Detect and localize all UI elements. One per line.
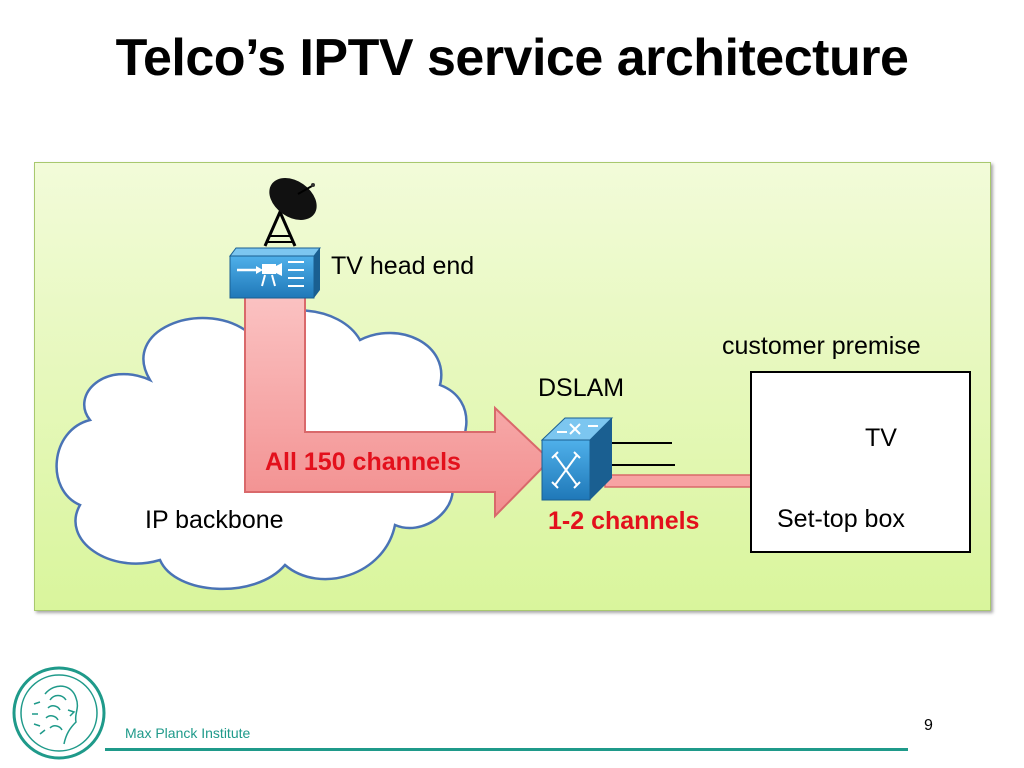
backbone-label: IP backbone [145,506,284,534]
footer-rule [105,748,908,751]
max-planck-logo [12,666,106,760]
institute-name: Max Planck Institute [125,725,251,741]
customer-premise-box [750,371,971,553]
dslam-lines [612,442,675,466]
multicast-flow-label: All 150 channels [265,448,461,476]
multicast-arrow [244,287,552,519]
customer-premise-label: customer premise [722,332,921,360]
unicast-flow-label: 1-2 channels [548,507,700,535]
tv-label: TV [865,424,897,452]
satellite-dish-icon [263,178,317,247]
dslam-label: DSLAM [538,374,625,402]
head-end-label: TV head end [331,252,475,280]
set-top-box-label: Set-top box [777,505,905,533]
slide-title: Telco’s IPTV service architecture [115,29,909,87]
page-number: 9 [924,717,933,734]
dslam-switch-icon [540,417,614,501]
video-headend-icon [229,247,321,299]
